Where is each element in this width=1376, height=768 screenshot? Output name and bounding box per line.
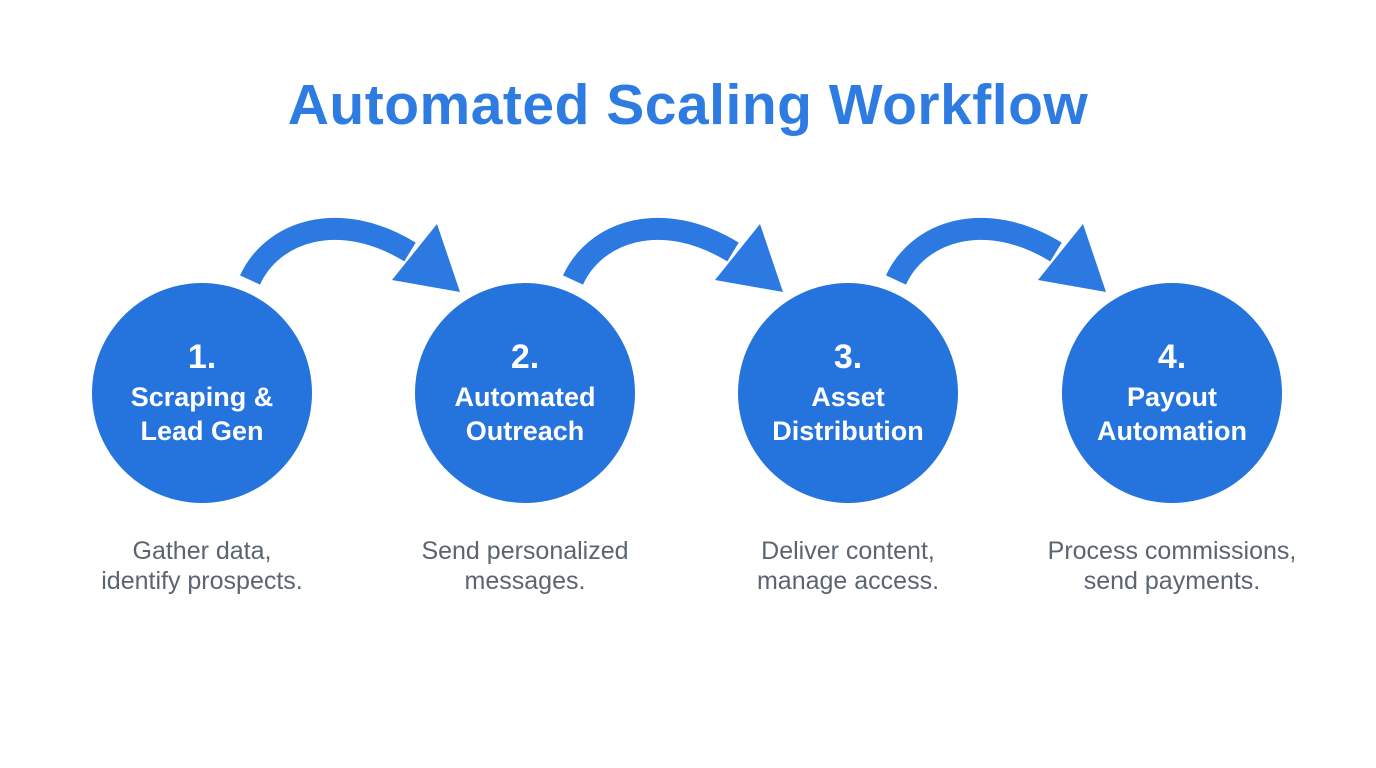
step-number: 1. xyxy=(187,337,217,376)
flow-arrow-icon xyxy=(563,218,783,292)
step-label: Automated Outreach xyxy=(454,381,596,446)
step-circle-1: 1. Scraping & Lead Gen xyxy=(92,283,312,503)
flow-arrow-icon xyxy=(240,218,460,292)
step-number: 3. xyxy=(833,337,863,376)
step-description-2: Send personalized messages. xyxy=(421,537,629,595)
step-circle-4: 4. Payout Automation xyxy=(1062,283,1282,503)
step-label: Payout Automation xyxy=(1097,381,1247,446)
step-label: Scraping & Lead Gen xyxy=(130,381,274,446)
step-label: Asset Distribution xyxy=(772,381,924,446)
step-description-1: Gather data, identify prospects. xyxy=(101,537,303,595)
step-number: 4. xyxy=(1157,337,1187,376)
flow-arrow-icon xyxy=(886,218,1106,292)
page-title: Automated Scaling Workflow xyxy=(287,73,1089,137)
step-description-3: Deliver content, manage access. xyxy=(756,537,940,595)
step-number: 2. xyxy=(510,337,540,376)
step-circle-3: 3. Asset Distribution xyxy=(738,283,958,503)
step-description-4: Process commissions, send payments. xyxy=(1047,537,1297,595)
step-circle-2: 2. Automated Outreach xyxy=(415,283,635,503)
